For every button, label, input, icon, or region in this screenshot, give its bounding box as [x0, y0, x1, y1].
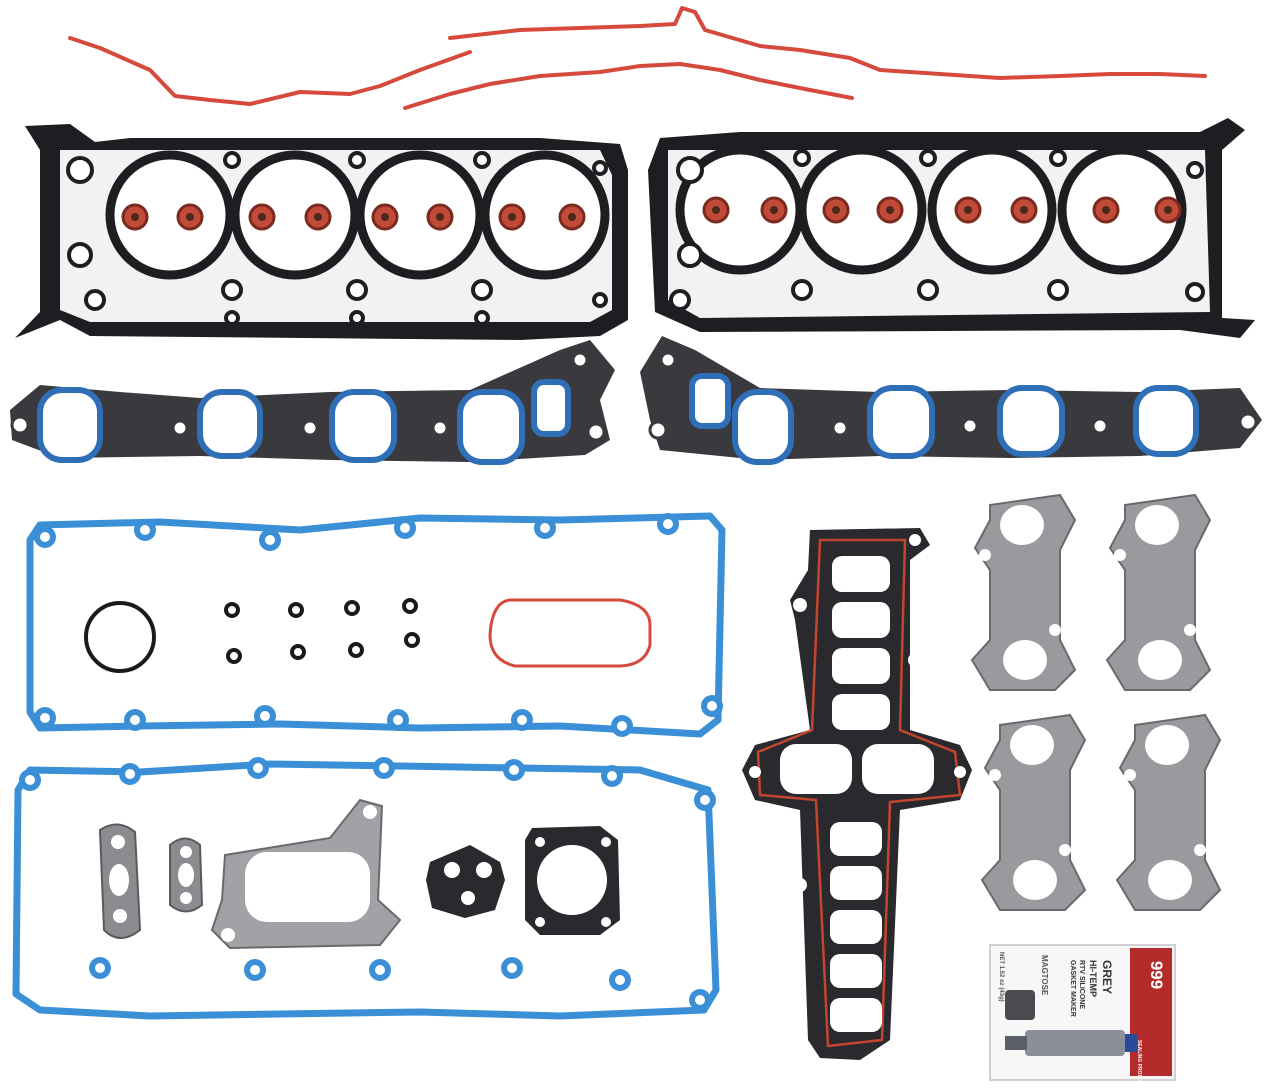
throttle-body-seal-red: [488, 598, 652, 668]
exhaust-gasket-1: [970, 493, 1077, 691]
silicone-tube: [1005, 1030, 1137, 1056]
throttle-body-gasket: [525, 826, 620, 935]
package-brand: MAGTOSE: [1040, 955, 1049, 996]
plenum-gasket: [742, 528, 972, 1060]
package-line-1: GREY: [1100, 960, 1114, 994]
intake-gasket-left: [10, 340, 615, 465]
plenum-gasket-bead: [756, 538, 962, 1048]
package-red-band: [1130, 948, 1172, 1076]
timing-cover-seals: [68, 6, 1207, 110]
egr-gasket-2: [169, 837, 204, 913]
plenum-gasket-plate: [742, 528, 972, 1060]
package-line-3: RTV SILICONE: [1078, 960, 1085, 1009]
exhaust-gasket-2: [1105, 493, 1212, 691]
package-product-image: [1005, 990, 1035, 1020]
exhaust-gaskets: [970, 493, 1222, 911]
plenum-gasket-openings: [780, 556, 934, 1032]
egr-gasket-1: [98, 823, 142, 939]
package-number: 999: [1147, 961, 1166, 989]
valve-cover-gasket-lower: [12, 757, 720, 1020]
package-footer: SEALING PRODUCT: [1136, 1040, 1142, 1088]
timing-seal-middle: [403, 62, 854, 110]
valve-cover-gasket-upper: [26, 512, 726, 738]
package-net-weight: NET 1.52 oz (43g): [998, 952, 1004, 1002]
o-rings-small: [224, 598, 420, 664]
package-line-4: GASKET MAKER: [1069, 960, 1076, 1017]
intake-gasket-right-ports: [689, 373, 1199, 465]
head-gasket-left: [15, 124, 628, 340]
egr-tube-gasket: [210, 798, 402, 950]
head-gasket-right-bores: [675, 145, 1187, 275]
timing-seal-left: [68, 36, 472, 106]
package-line-2: HI-TEMP: [1088, 960, 1098, 997]
head-gasket-left-holes: [66, 151, 608, 326]
intake-gasket-right: [640, 336, 1262, 465]
head-gasket-right-holes: [669, 149, 1205, 311]
rtv-silicone-package: 999 GREY HI-TEMP RTV SILICONE GASKET MAK…: [989, 944, 1176, 1088]
intake-gasket-left-ports: [37, 379, 571, 465]
head-gasket-right: [648, 118, 1255, 338]
exhaust-gasket-4: [1115, 713, 1222, 911]
iac-gasket: [426, 845, 505, 918]
o-ring-large: [84, 601, 156, 673]
head-gasket-left-bores: [105, 150, 610, 280]
exhaust-gasket-3: [980, 713, 1087, 911]
timing-seal-top: [448, 6, 1207, 80]
